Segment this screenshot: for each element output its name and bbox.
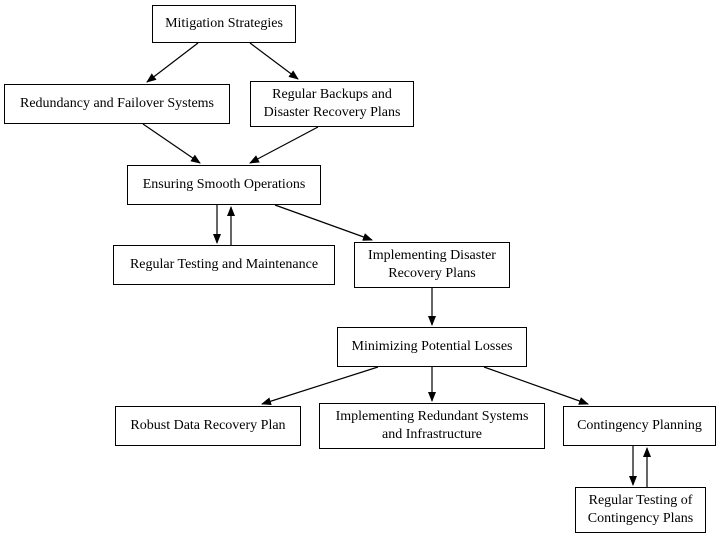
node-label: Redundancy and Failover Systems: [19, 96, 215, 111]
edge-smooth-to-implementing_dr: [274, 204, 373, 241]
edge-backups-to-smooth: [249, 126, 319, 164]
node-label: Implementing Redundant Systems and Infra…: [335, 409, 529, 442]
node-contingency-planning: Contingency Planning: [563, 406, 716, 446]
node-testing-maintenance: Regular Testing and Maintenance: [113, 245, 335, 285]
node-label: Minimizing Potential Losses: [351, 339, 513, 354]
edge-redundancy-to-smooth: [142, 123, 201, 164]
node-label: Contingency Planning: [577, 418, 702, 433]
node-label: Mitigation Strategies: [165, 16, 283, 31]
node-label: Regular Testing and Maintenance: [129, 257, 319, 272]
node-minimizing-losses: Minimizing Potential Losses: [337, 327, 527, 367]
node-implementing-dr: Implementing Disaster Recovery Plans: [354, 242, 510, 288]
node-label: Ensuring Smooth Operations: [142, 177, 306, 192]
edge-mitigation-to-backups: [249, 42, 299, 80]
node-backups-dr-plans: Regular Backups and Disaster Recovery Pl…: [250, 81, 414, 127]
edge-minimizing-to-robust: [261, 366, 379, 406]
node-label: Implementing Disaster Recovery Plans: [368, 248, 496, 281]
edge-minimizing-to-contingency: [483, 366, 589, 405]
node-smooth-operations: Ensuring Smooth Operations: [127, 165, 321, 205]
node-label: Regular Testing of Contingency Plans: [587, 493, 694, 526]
node-testing-contingency: Regular Testing of Contingency Plans: [575, 487, 706, 533]
node-robust-recovery: Robust Data Recovery Plan: [115, 406, 301, 446]
node-label: Robust Data Recovery Plan: [130, 418, 286, 433]
node-label: Regular Backups and Disaster Recovery Pl…: [263, 87, 401, 120]
node-mitigation-strategies: Mitigation Strategies: [152, 5, 296, 43]
edge-mitigation-to-redundancy: [146, 42, 199, 83]
node-redundancy-failover: Redundancy and Failover Systems: [4, 84, 230, 124]
node-redundant-systems: Implementing Redundant Systems and Infra…: [319, 403, 545, 449]
